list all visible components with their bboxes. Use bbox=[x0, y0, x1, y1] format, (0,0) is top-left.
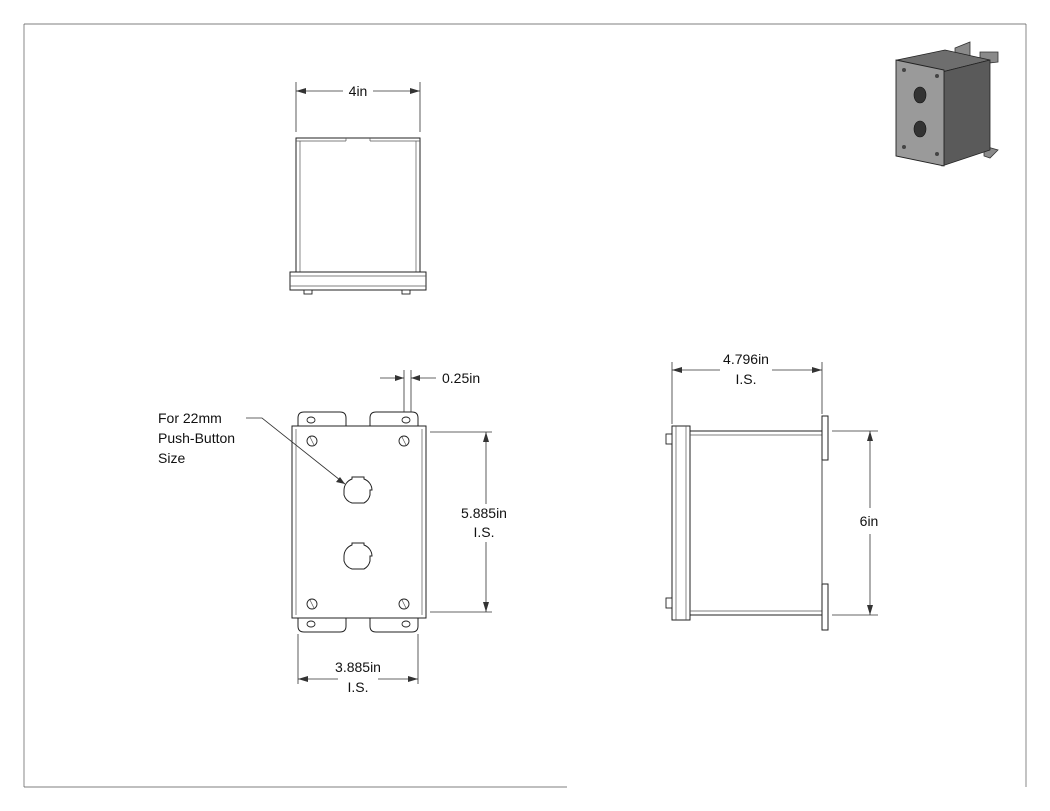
front-view: For 22mm Push-Button Size 0.25in 5.885in… bbox=[158, 370, 507, 695]
lip-dimension-label: 0.25in bbox=[442, 370, 480, 386]
side-depth-dimension: 4.796in I.S. bbox=[671, 351, 823, 424]
side-view: 4.796in I.S. 6in bbox=[665, 351, 879, 631]
side-height-label: 6in bbox=[860, 513, 879, 529]
side-height-dimension: 6in bbox=[832, 430, 879, 616]
callout-text-line3: Size bbox=[158, 450, 185, 466]
front-height-label-line1: 5.885in bbox=[461, 505, 507, 521]
push-button-holes bbox=[343, 476, 373, 570]
callout-text-line1: For 22mm bbox=[158, 410, 222, 426]
iso-body-side bbox=[941, 59, 991, 167]
front-cover-plate bbox=[291, 425, 427, 619]
side-depth-label-line1: 4.796in bbox=[723, 351, 769, 367]
front-height-dimension: 5.885in I.S. bbox=[430, 431, 507, 613]
isometric-view bbox=[895, 41, 999, 167]
front-width-label-line1: 3.885in bbox=[335, 659, 381, 675]
side-depth-label-line2: I.S. bbox=[735, 371, 756, 387]
front-width-label-line2: I.S. bbox=[347, 679, 368, 695]
callout-text-line2: Push-Button bbox=[158, 430, 235, 446]
iso-front-cover bbox=[895, 59, 945, 167]
top-width-label: 4in bbox=[349, 83, 368, 99]
push-button-callout: For 22mm Push-Button Size bbox=[158, 410, 346, 485]
sheet-border bbox=[23, 23, 1027, 788]
front-width-dimension: 3.885in I.S. bbox=[297, 634, 419, 695]
front-height-label-line2: I.S. bbox=[473, 524, 494, 540]
top-width-dimension: 4in bbox=[295, 82, 421, 132]
lip-dimension: 0.25in bbox=[380, 370, 480, 412]
top-view: 4in bbox=[289, 82, 427, 295]
cover-screws bbox=[306, 435, 410, 610]
